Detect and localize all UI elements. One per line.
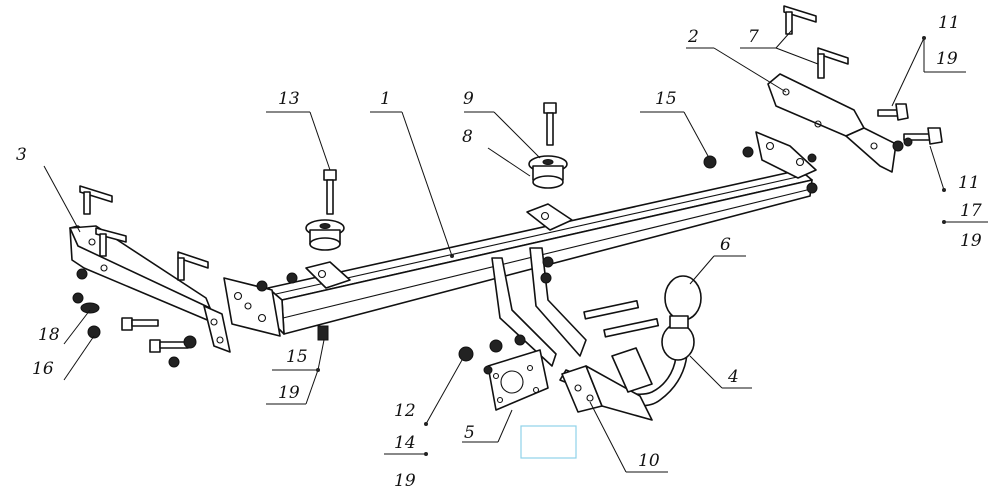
bolt-13: [323, 169, 337, 215]
label-14: 14: [394, 433, 416, 453]
label-9: 9: [463, 89, 474, 109]
label-8: 8: [462, 127, 473, 147]
hook-nuts: [458, 256, 554, 375]
label-19-top: 19: [936, 49, 958, 69]
label-13: 13: [278, 89, 300, 109]
label-15-bottom: 15: [286, 347, 308, 367]
beam-right-endplate: [755, 131, 818, 194]
right-bolts-11: [877, 103, 943, 152]
socket-plate-5: [487, 349, 549, 411]
label-19-bottom: 19: [394, 471, 416, 491]
rubber-mount-left: [305, 219, 345, 251]
beam-lug-left: [305, 261, 351, 289]
hook-clamp-plate-10: [561, 347, 653, 421]
label-19-left: 19: [278, 383, 300, 403]
label-16: 16: [32, 359, 54, 379]
label-15-top: 15: [655, 89, 677, 109]
label-11-right: 11: [958, 173, 980, 193]
leader-lines: [43, 29, 988, 473]
left-fasteners: [72, 268, 197, 368]
label-12: 12: [394, 401, 416, 421]
beam-lug-center: [526, 203, 573, 231]
beam-left-endplate: [223, 277, 281, 337]
label-7: 7: [748, 27, 759, 47]
right-bracket: [767, 73, 897, 173]
label-1: 1: [380, 89, 391, 109]
bolt-9: [543, 102, 557, 146]
highlight-box: [520, 425, 577, 459]
label-11-top: 11: [938, 13, 960, 33]
label-18: 18: [38, 325, 60, 345]
callout-labels: 13 1 9 8 15 2 7 11 19 11 17 19 3 18 16 1…: [16, 13, 982, 491]
beam-nuts: [256, 146, 754, 341]
label-4: 4: [727, 367, 739, 387]
rubber-mount-center: [528, 155, 568, 189]
tow-ball: [661, 275, 702, 361]
leader-dots: [316, 36, 946, 456]
label-5: 5: [464, 423, 475, 443]
label-17: 17: [960, 201, 982, 221]
right-tbolts: [783, 5, 849, 79]
label-3: 3: [16, 145, 27, 165]
label-19-right: 19: [960, 231, 982, 251]
label-2: 2: [687, 27, 699, 47]
label-6: 6: [720, 235, 731, 255]
hook-bolts: [583, 299, 660, 338]
left-tbolts: [79, 185, 209, 281]
label-10: 10: [638, 451, 660, 471]
